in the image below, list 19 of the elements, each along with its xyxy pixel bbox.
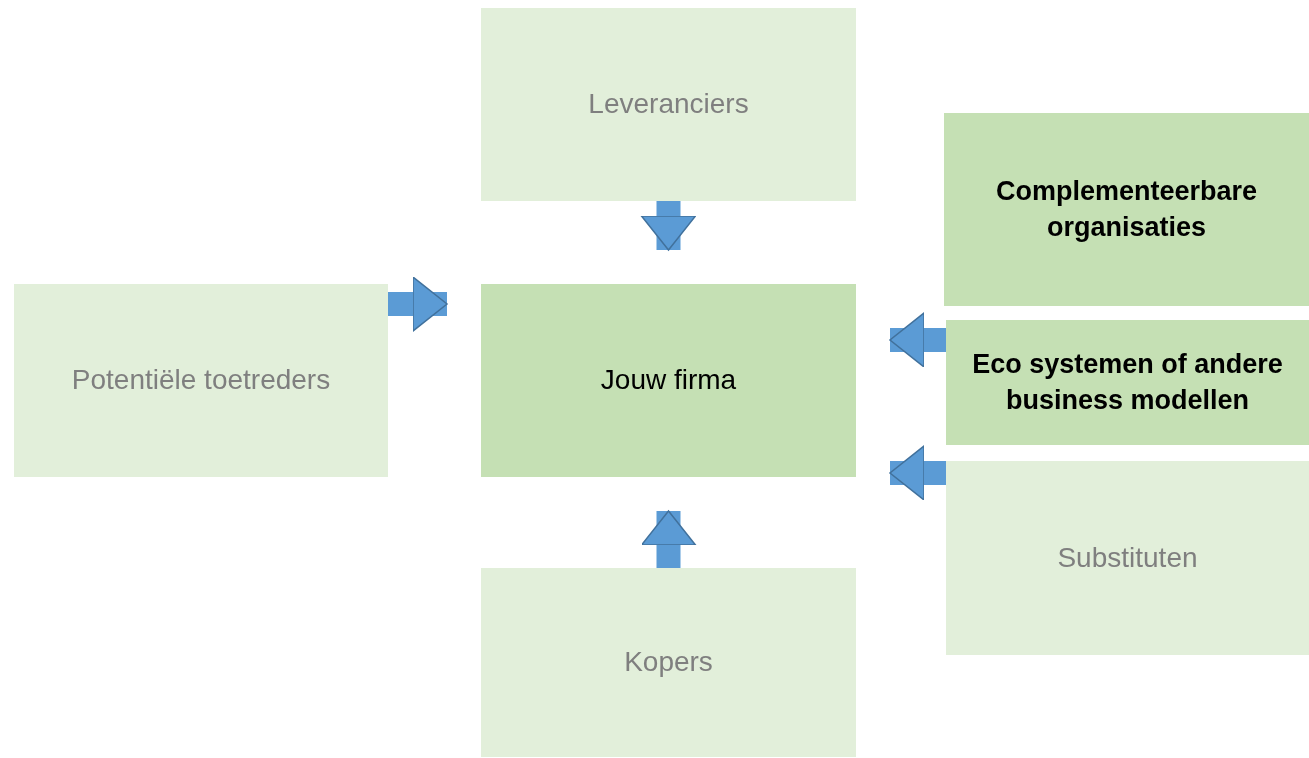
factor-box	[481, 8, 856, 201]
box-label: Leveranciers	[588, 87, 749, 122]
block-arrow	[640, 510, 697, 568]
box-label: Eco systemen of andere business modellen	[971, 348, 1284, 417]
factor-box	[946, 320, 1309, 445]
factor-box	[481, 568, 856, 757]
box-label: Jouw firma	[600, 363, 737, 398]
factor-box	[481, 284, 856, 477]
box-label: Substituten	[1057, 540, 1198, 575]
block-arrow	[889, 312, 946, 368]
block-arrow	[640, 201, 697, 251]
box-label: Complementeerbare organisaties	[994, 175, 1259, 244]
box-label: Potentiële toetreders	[71, 363, 331, 398]
box-label: Kopers	[624, 645, 713, 680]
block-arrow	[889, 445, 946, 501]
factor-box	[14, 284, 388, 477]
factor-box	[946, 461, 1309, 655]
factor-box	[944, 113, 1309, 306]
block-arrow	[388, 276, 448, 332]
